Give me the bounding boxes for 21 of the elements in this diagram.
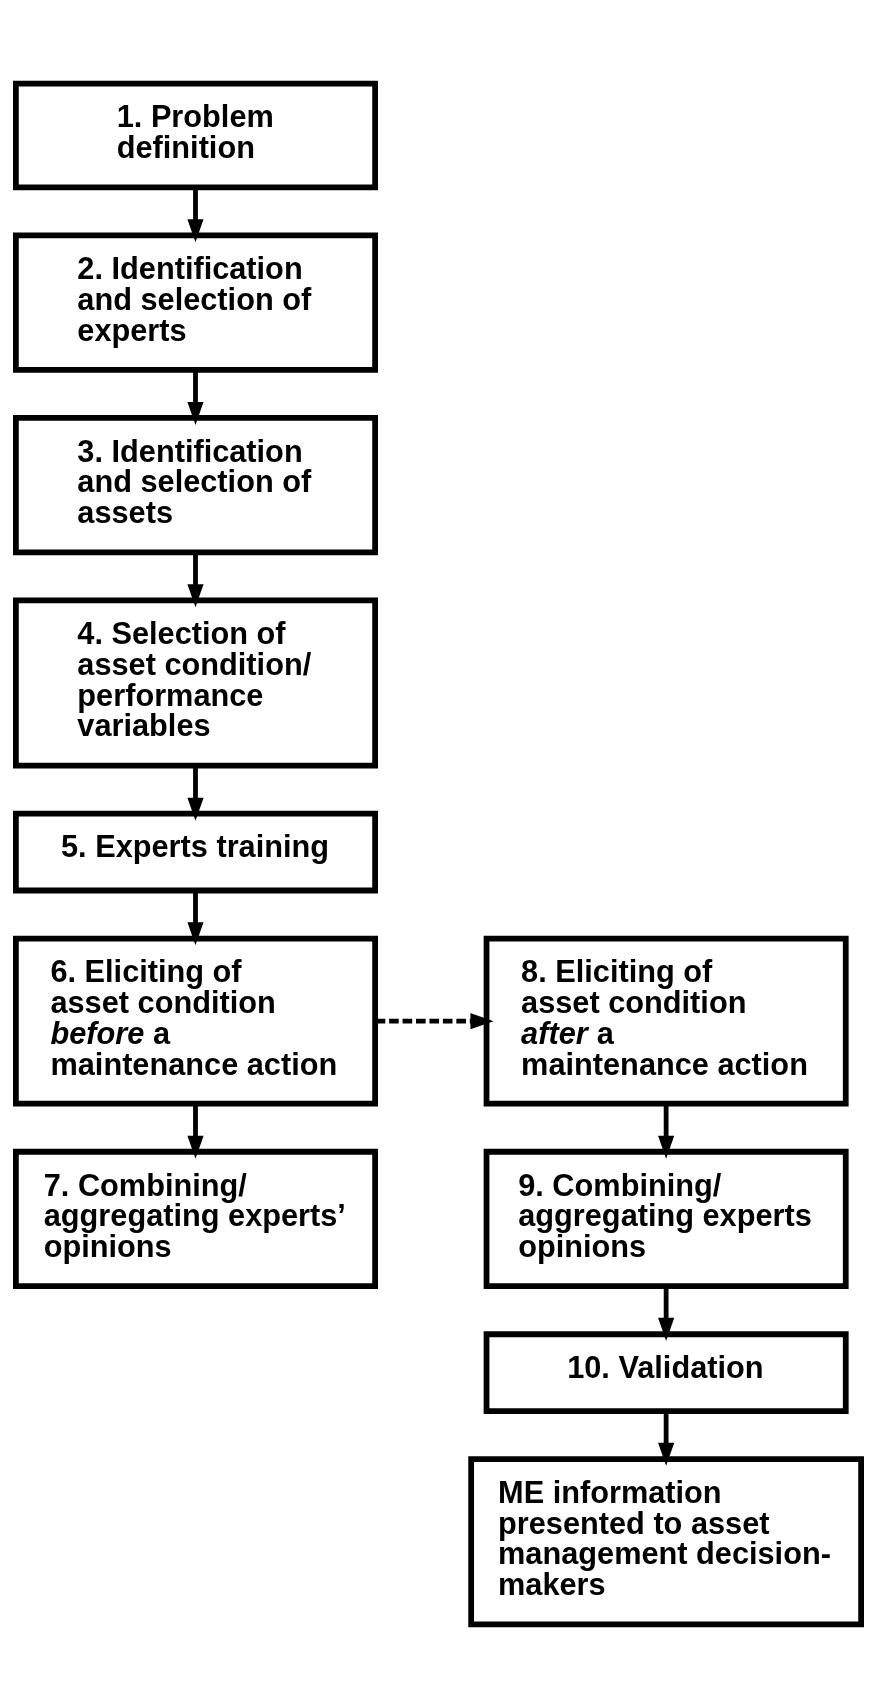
arrow <box>187 1104 204 1159</box>
node-box: 6. Eliciting of asset condition before a maintenance action <box>13 935 378 1107</box>
arrow <box>375 1013 494 1030</box>
arrow <box>658 1104 675 1159</box>
arrow <box>187 890 204 946</box>
node-box: 5. Experts training <box>13 810 378 894</box>
node-box: 4. Selection of asset condition/ performance variables <box>13 597 378 769</box>
arrow <box>187 552 204 608</box>
node-box: 8. Eliciting of asset condition after a maintenance action <box>483 935 849 1107</box>
node-box: ME information presented to asset management decision-makers <box>468 1456 864 1628</box>
arrow <box>658 1287 675 1341</box>
arrow <box>187 766 204 821</box>
node-box: 9. Combining/ aggregating experts opinions <box>483 1148 849 1290</box>
arrow <box>187 188 204 243</box>
arrow <box>187 370 204 425</box>
node-box: 7. Combining/ aggregating experts’ opinions <box>13 1148 378 1290</box>
node-box: 1. Problem definition <box>13 80 378 191</box>
node-box: 10. Validation <box>483 1331 849 1414</box>
node-box: 3. Identification and selection of assets <box>13 415 378 556</box>
node-box: 2. Identification and selection of experts <box>13 232 378 373</box>
arrow <box>658 1411 675 1466</box>
